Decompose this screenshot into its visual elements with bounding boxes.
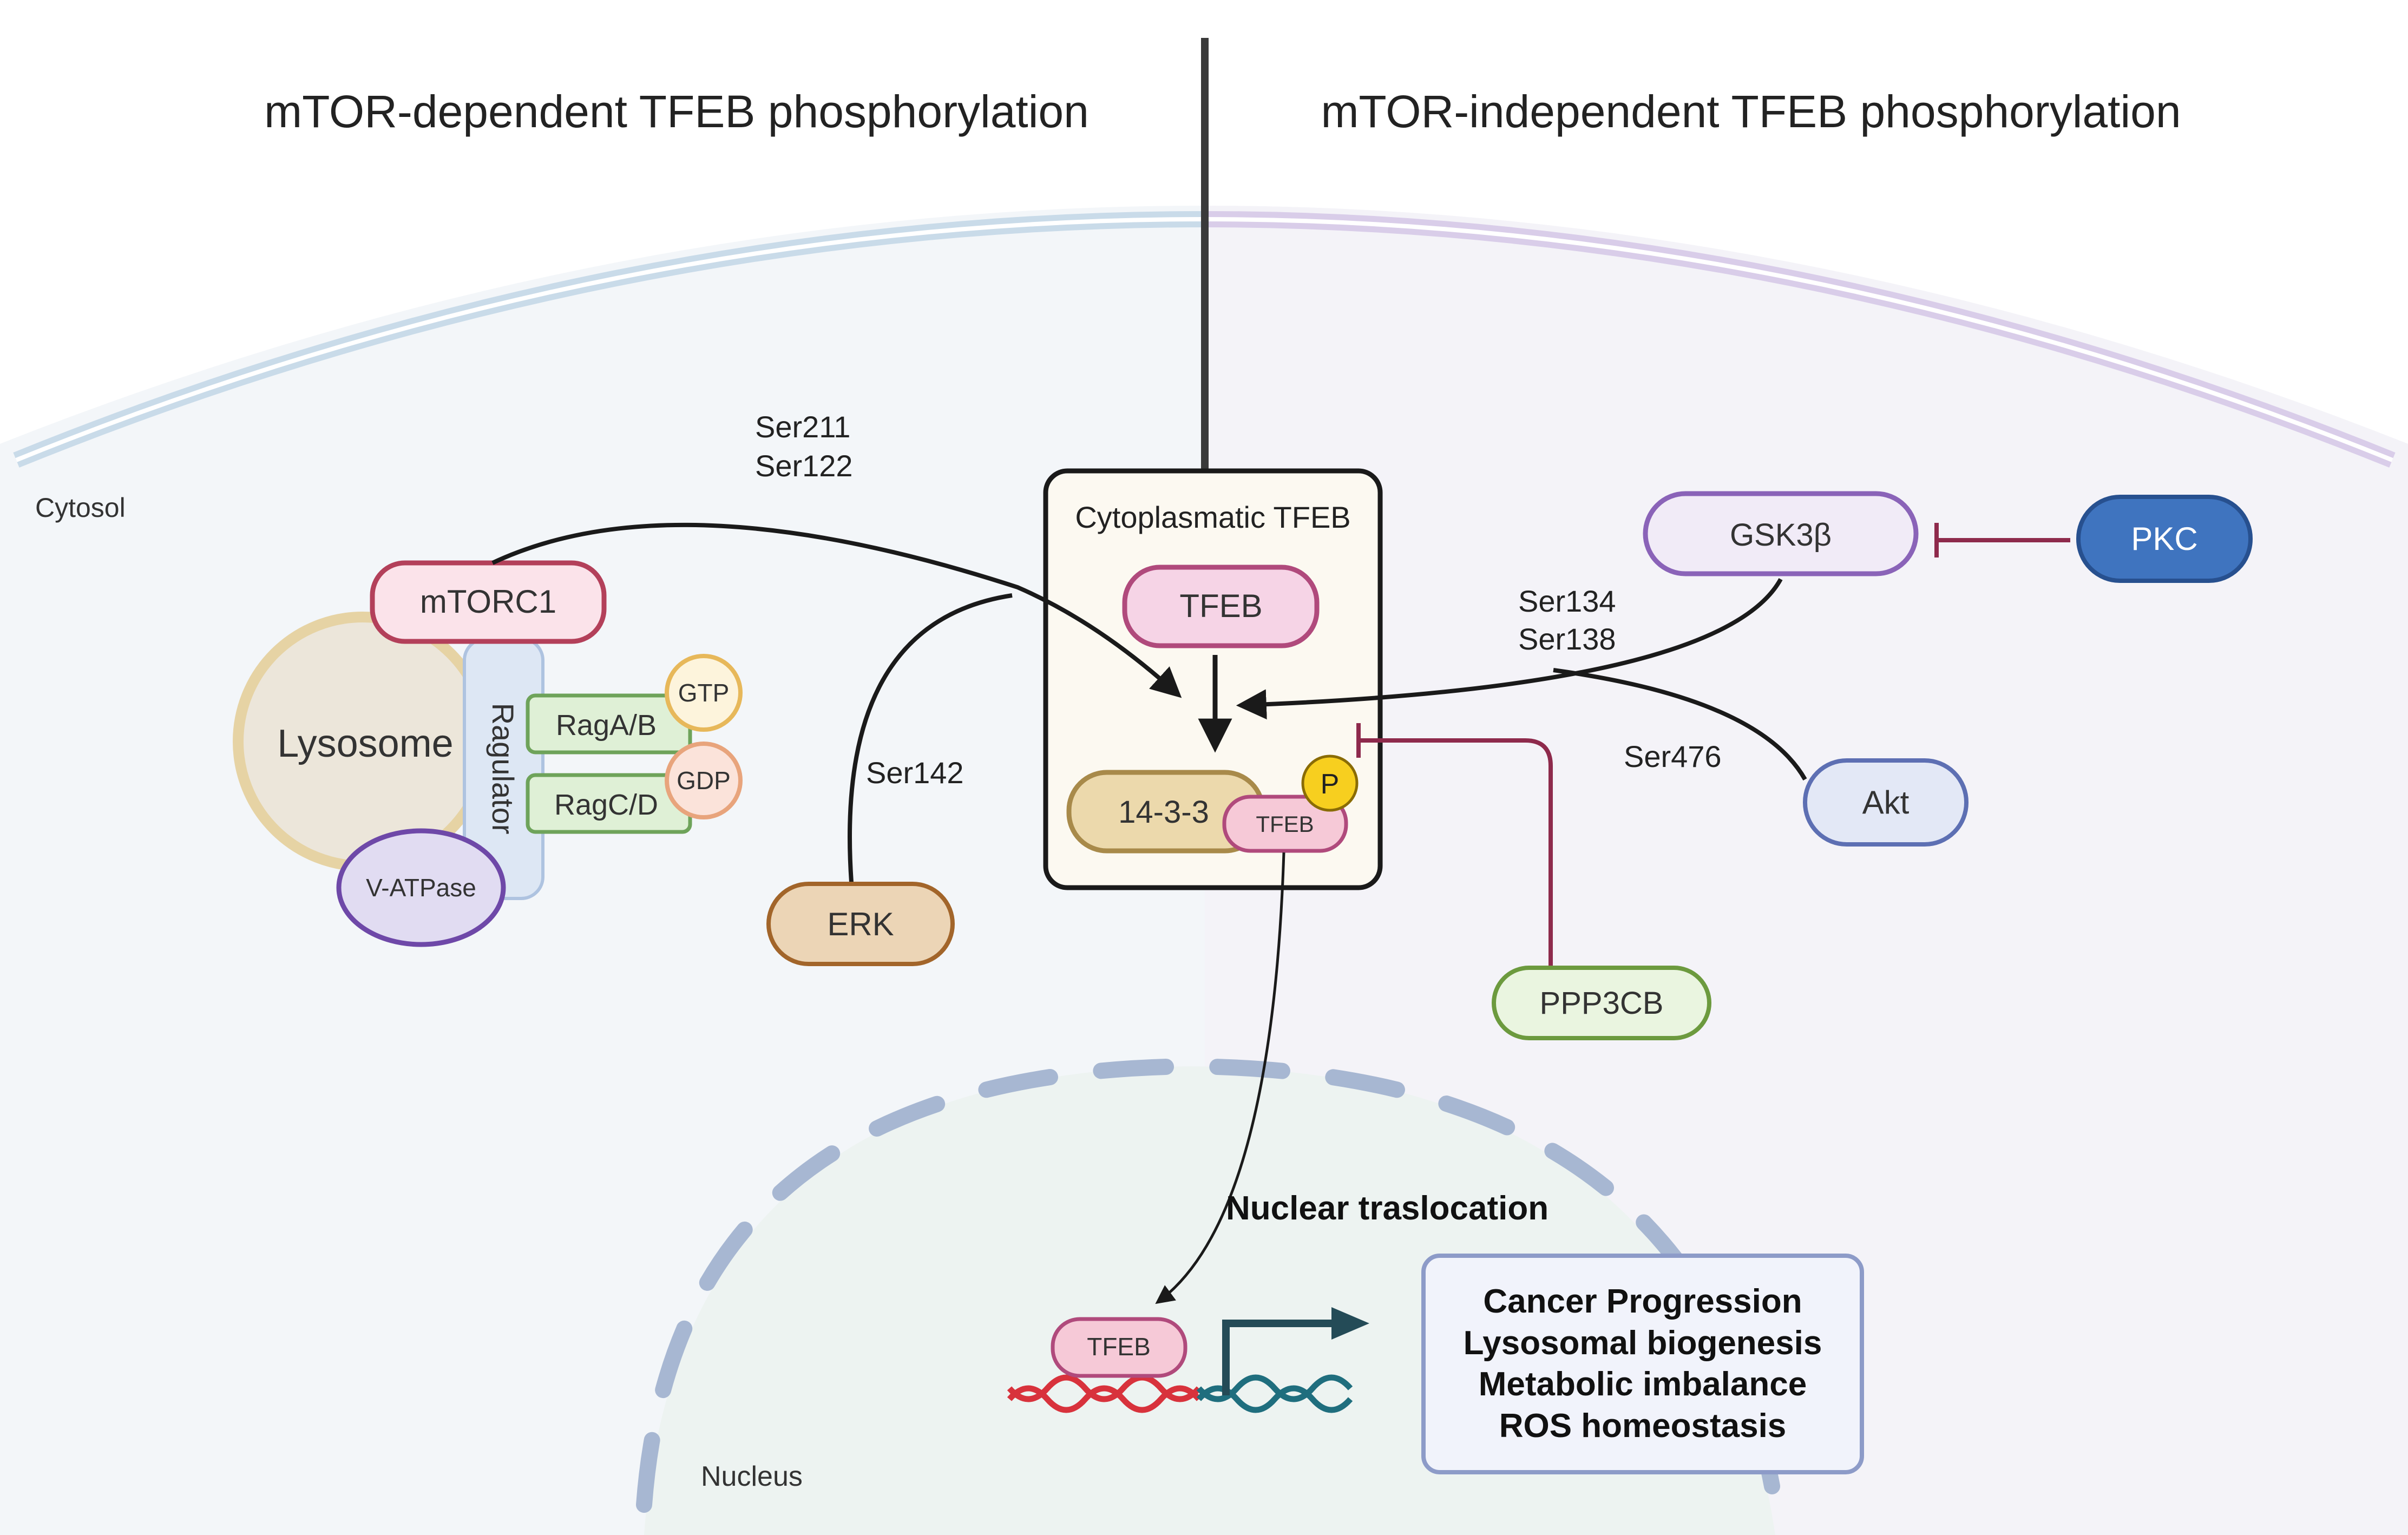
site-ser211: Ser211 — [755, 410, 850, 444]
site-ser134: Ser134 — [1518, 584, 1616, 618]
gdp-label: GDP — [677, 766, 731, 795]
site-ser476: Ser476 — [1624, 739, 1722, 773]
akt-node[interactable] — [1803, 758, 1969, 847]
pkc-label: PKC — [2131, 521, 2197, 557]
v-atpase — [336, 828, 506, 947]
gtp-label: GTP — [678, 679, 730, 707]
tfeb-nuclear-label: TFEB — [1087, 1333, 1151, 1361]
nucleus-label: Nucleus — [701, 1461, 803, 1492]
outcomes-box — [1421, 1254, 1864, 1474]
akt-label: Akt — [1862, 784, 1910, 821]
cytosol-label: Cytosol — [35, 493, 126, 523]
nuclear-translocation-label: Nuclear traslocation — [1226, 1190, 1549, 1227]
tfeb-small-label: TFEB — [1256, 811, 1314, 837]
outcome-4: ROS homeostasis — [1499, 1407, 1787, 1445]
ppp3cb-inhibition — [1359, 738, 1553, 966]
title-mtor-independent: mTOR-independent TFEB phosphorylation — [1321, 86, 2181, 137]
erk-line — [848, 593, 1013, 883]
cyto-box-title: Cytoplasmatic TFEB — [1075, 500, 1350, 534]
site-ser142: Ser142 — [866, 756, 964, 790]
pkc-node[interactable] — [2076, 495, 2253, 583]
ppp3cb-node[interactable] — [1492, 966, 1711, 1040]
lysosome-label: Lysosome — [277, 722, 453, 765]
nuclear-translocation-arrow — [1155, 852, 1285, 1304]
cytoplasmatic-tfeb-box: Cytoplasmatic TFEB TFEB 14-3-3 TFEB P — [1043, 468, 1383, 890]
erk-label: ERK — [827, 906, 894, 942]
mtorc1-arrow — [491, 522, 1182, 698]
ragulator-label: Ragulator — [486, 703, 520, 835]
gsk3b-arrow — [1236, 578, 1783, 720]
gtp-badge — [665, 654, 743, 732]
lysosome-complex: Lysosome Ragulator RagA/B RagC/D GTP GDP… — [233, 612, 743, 947]
outcome-2: Lysosomal biogenesis — [1464, 1324, 1822, 1362]
akt-line — [1553, 668, 1807, 780]
outcome-3: Metabolic imbalance — [1479, 1366, 1807, 1403]
tfeb-cyto-label: TFEB — [1179, 588, 1262, 624]
tfeb-nuclear-node[interactable] — [1051, 1317, 1187, 1378]
gdp-badge — [665, 742, 743, 819]
phospho-badge — [1301, 755, 1359, 812]
ppp3cb-label: PPP3CB — [1540, 986, 1664, 1021]
gsk3b-label: GSK3β — [1730, 517, 1832, 553]
rag-cd-label: RagC/D — [554, 789, 658, 821]
mtorc1-node[interactable] — [370, 560, 607, 644]
tfeb-cyto-node[interactable] — [1122, 565, 1320, 648]
site-ser122: Ser122 — [755, 449, 853, 483]
gsk3b-node[interactable] — [1643, 491, 1919, 576]
protein-14-3-3-label: 14-3-3 — [1118, 795, 1209, 830]
tfeb-small-node[interactable] — [1222, 795, 1348, 853]
phospho-label: P — [1321, 769, 1340, 800]
v-atpase-label: V-ATPase — [366, 874, 476, 902]
outcome-1: Cancer Progression — [1483, 1283, 1802, 1320]
site-ser138: Ser138 — [1518, 622, 1616, 656]
rag-ab-label: RagA/B — [556, 709, 657, 742]
mtorc1-label: mTORC1 — [420, 583, 556, 620]
title-mtor-dependent: mTOR-dependent TFEB phosphorylation — [264, 86, 1089, 137]
erk-node[interactable] — [766, 882, 955, 966]
transcription-start-arrow — [1222, 1307, 1369, 1395]
